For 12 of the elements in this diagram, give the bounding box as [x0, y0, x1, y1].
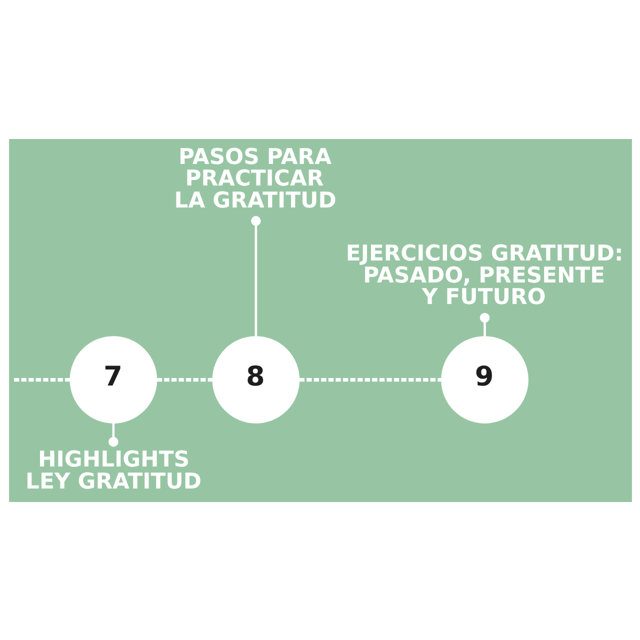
connector [14, 377, 70, 382]
connector [108, 422, 118, 446]
connector [250, 216, 260, 336]
node-circle: 7 [69, 336, 157, 423]
node-circle: 8 [212, 336, 300, 423]
connector [156, 377, 212, 382]
node-text: EJERCICIOS GRATITUD: PASADO, PRESENTE Y FUTURO [345, 240, 623, 310]
connector [479, 312, 490, 336]
connector [298, 377, 441, 382]
node-circle: 9 [440, 336, 528, 423]
node-text: PASOS PARA PRACTICAR LA GRATITUD [174, 144, 336, 213]
node-text: HIGHLIGHTS LEY GRATITUD [25, 446, 201, 494]
